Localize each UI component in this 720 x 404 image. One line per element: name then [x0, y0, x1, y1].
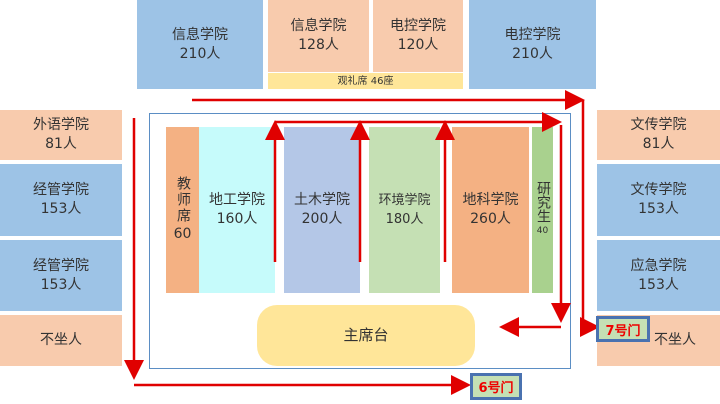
label: 不坐人	[654, 332, 696, 348]
label: 信息学院	[290, 18, 347, 34]
label: 文传学院	[630, 117, 687, 133]
label: 信息学院	[172, 26, 228, 43]
section-right-wenchuan-153: 文传学院 153人	[597, 164, 720, 236]
count: 210人	[512, 45, 553, 62]
label: 电控学院	[390, 18, 446, 34]
label: 外语学院	[33, 117, 89, 133]
main-hall-area	[149, 113, 571, 369]
count: 81人	[642, 136, 675, 152]
door-7: 7号门	[596, 316, 650, 342]
section-tumu: 土木学院 200人	[284, 127, 360, 293]
section-left-waiyu: 外语学院 81人	[0, 110, 122, 160]
gallery-seats: 观礼席 46座	[268, 73, 463, 89]
count: 128人	[298, 37, 339, 53]
count: 153人	[638, 201, 679, 217]
label: 电控学院	[504, 26, 561, 43]
label: 地工学院	[209, 192, 265, 208]
section-dike: 地科学院 260人	[452, 127, 529, 293]
label: 土木学院	[294, 192, 350, 208]
count: 260人	[470, 211, 511, 227]
section-left-empty: 不坐人	[0, 315, 122, 366]
main-stage: 主席台	[257, 305, 475, 366]
section-right-wenchuan-81: 文传学院 81人	[597, 110, 720, 160]
count: 153人	[40, 201, 82, 217]
section-huanjing: 环境学院 180人	[369, 127, 440, 293]
count: 40	[536, 225, 549, 236]
label: 研究生	[535, 180, 551, 223]
arrow-right-down	[580, 100, 600, 337]
label: 文传学院	[630, 182, 687, 198]
section-top-xinxi-128: 信息学院 128人	[268, 0, 369, 72]
section-top-xinxi-210: 信息学院 210人	[137, 0, 263, 89]
count: 210人	[179, 45, 221, 62]
count: 200人	[301, 211, 343, 227]
section-top-diankong-120: 电控学院 120人	[373, 0, 463, 72]
count: 160人	[216, 211, 258, 227]
section-digong: 地工学院 160人	[199, 127, 275, 293]
label: 经管学院	[33, 182, 89, 198]
count: 120人	[397, 37, 439, 53]
label: 应急学院	[630, 257, 687, 274]
section-left-jingguan-1: 经管学院 153人	[0, 164, 122, 236]
door-6: 6号门	[470, 373, 522, 400]
section-right-yingji: 应急学院 153人	[597, 240, 720, 311]
section-top-diankong-210: 电控学院 210人	[469, 0, 596, 89]
count: 81人	[45, 136, 77, 152]
count: 153人	[638, 276, 679, 293]
label: 环境学院	[378, 193, 431, 208]
label: 教师席	[175, 175, 191, 224]
section-left-jingguan-2: 经管学院 153人	[0, 240, 122, 311]
label: 不坐人	[40, 332, 82, 348]
label: 地科学院	[462, 192, 519, 208]
count: 60	[173, 225, 192, 242]
count: 153人	[40, 276, 82, 293]
count: 180人	[385, 212, 424, 227]
label: 经管学院	[33, 257, 89, 274]
graduate-seats: 研究生 40	[532, 127, 553, 293]
